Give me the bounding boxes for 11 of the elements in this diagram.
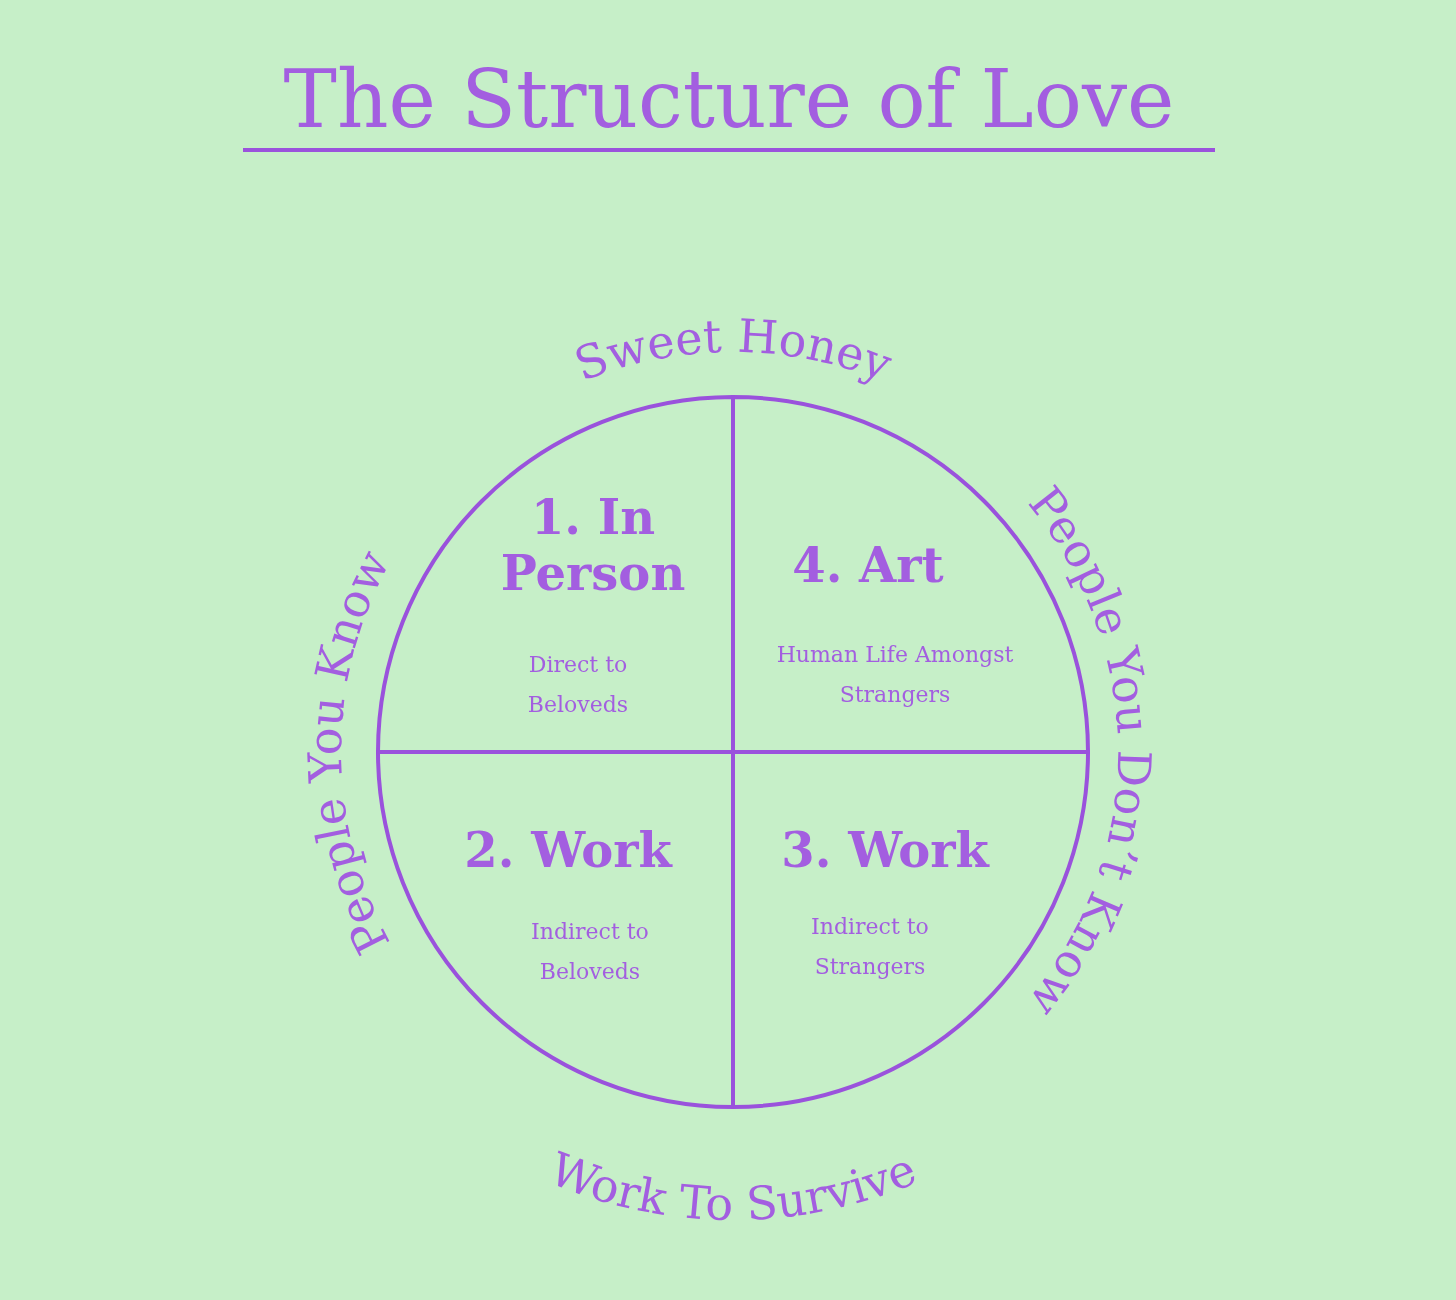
quadrant-description: Direct to Beloveds bbox=[526, 651, 630, 719]
quadrant-description: Indirect to Beloveds bbox=[530, 918, 650, 986]
curved-heading: Work To Survive bbox=[542, 1141, 924, 1232]
curved-heading: Sweet Honey bbox=[567, 308, 899, 392]
quadrant-heading: 2. Work bbox=[463, 822, 674, 878]
quadrant-heading: 3. Work bbox=[780, 822, 991, 878]
quadrant-description: Human Life Amongst Strangers bbox=[775, 641, 1015, 709]
quadrant-heading: 1. In Person bbox=[499, 489, 687, 601]
title: The Structure of Love bbox=[243, 52, 1215, 152]
quadrant-heading: 4. Art bbox=[791, 537, 945, 593]
quadrant-description: Indirect to Strangers bbox=[810, 913, 930, 981]
